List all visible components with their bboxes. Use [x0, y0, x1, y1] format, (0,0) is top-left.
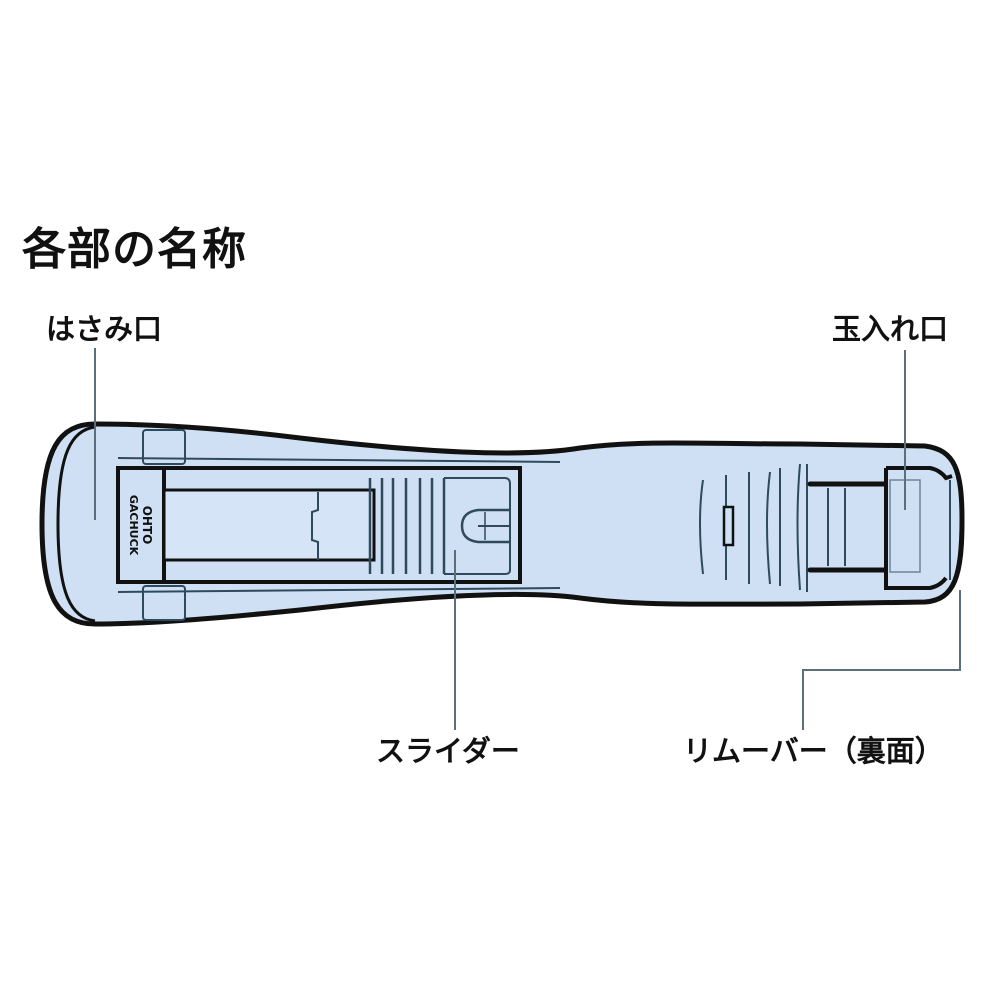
slider-grip: [368, 478, 446, 574]
svg-text:OHTO: OHTO: [140, 506, 154, 545]
tama-ire-port: [807, 466, 953, 590]
label-remover: リムーバー（裏面）: [683, 734, 944, 768]
leader-lines: [94, 348, 961, 730]
label-tama-ire-guchi: 玉入れ口: [832, 312, 949, 346]
label-slider: スライダー: [376, 734, 520, 768]
label-hasami-guchi: はさみ口: [46, 312, 163, 346]
page-title: 各部の名称: [22, 224, 247, 275]
device-body: [39, 421, 965, 627]
svg-text:GACHUCK: GACHUCK: [127, 495, 140, 556]
brand-text: GACHUCK OHTO: [127, 495, 154, 556]
